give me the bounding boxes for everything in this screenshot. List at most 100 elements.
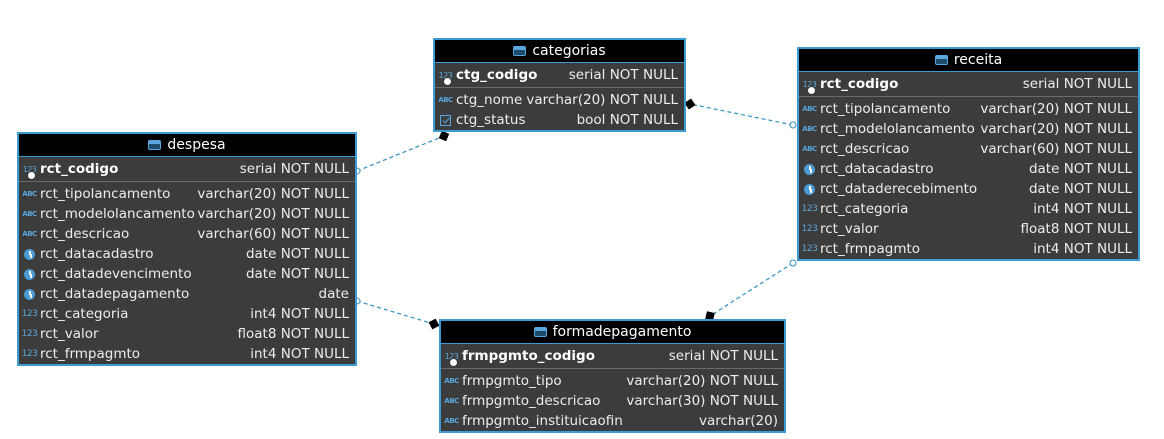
column-type: int4 NOT NULL <box>1033 201 1132 217</box>
link-endpoint-circle <box>789 121 797 129</box>
column-type: serial NOT NULL <box>668 348 778 364</box>
primary-key-icon: 123 <box>801 80 818 95</box>
entity-header[interactable]: receita <box>799 49 1138 72</box>
entity-header[interactable]: formadepagamento <box>441 321 784 344</box>
primary-key-icon: 123 <box>21 165 38 180</box>
column-row[interactable]: rct_dataderecebimento date NOT NULL <box>799 179 1138 199</box>
column-type: varchar(20) NOT NULL <box>526 92 678 108</box>
link-diamond-marker <box>684 98 696 110</box>
entity-header[interactable]: despesa <box>19 134 355 157</box>
text-type-icon: ABC <box>444 377 459 385</box>
relationship-receita-categorias[interactable] <box>684 98 797 129</box>
entity-title: despesa <box>167 137 226 153</box>
date-type-icon <box>801 183 818 195</box>
column-type: varchar(20) NOT NULL <box>626 373 778 389</box>
column-name: rct_descricao <box>820 141 910 157</box>
link-diamond-marker <box>428 318 440 330</box>
column-name: rct_datacadastro <box>820 161 934 177</box>
column-name: rct_tipolancamento <box>40 186 171 202</box>
date-type-icon <box>21 248 38 260</box>
text-type-icon: ABC <box>22 230 37 238</box>
column-name: rct_datadepagamento <box>40 286 190 302</box>
column-name: rct_categoria <box>820 201 909 217</box>
boolean-type-icon <box>437 114 454 126</box>
numeric-type-icon: 123 <box>801 224 818 234</box>
column-name: ctg_codigo <box>456 67 538 83</box>
column-type: varchar(30) NOT NULL <box>626 393 778 409</box>
column-name: rct_dataderecebimento <box>820 181 978 197</box>
column-type: varchar(60) NOT NULL <box>980 141 1132 157</box>
column-type: date <box>318 286 349 302</box>
relationship-despesa-categorias[interactable] <box>353 130 450 175</box>
column-name: rct_frmpagmto <box>40 346 141 362</box>
table-icon <box>513 46 527 56</box>
column-name: rct_codigo <box>820 76 899 92</box>
column-name: rct_tipolancamento <box>820 101 951 117</box>
column-type: date NOT NULL <box>245 246 349 262</box>
relationship-despesa-formadepagamento[interactable] <box>353 297 440 330</box>
column-type: int4 NOT NULL <box>250 346 349 362</box>
entity-title: formadepagamento <box>552 324 692 340</box>
column-row[interactable]: rct_datadepagamento date <box>19 284 355 304</box>
column-name: frmpgmto_descricao <box>462 393 601 409</box>
column-name: ctg_nome <box>456 92 523 108</box>
column-name: frmpgmto_codigo <box>462 348 595 364</box>
date-type-icon <box>21 268 38 280</box>
column-type: serial NOT NULL <box>239 161 349 177</box>
column-type: varchar(20) NOT NULL <box>980 121 1132 137</box>
column-type: date NOT NULL <box>245 266 349 282</box>
table-icon <box>934 55 948 65</box>
column-name: rct_datacadastro <box>40 246 154 262</box>
column-name: ctg_status <box>456 112 526 128</box>
relationship-line <box>356 300 435 325</box>
column-type: varchar(20) NOT NULL <box>980 101 1132 117</box>
numeric-type-icon: 123 <box>21 309 38 319</box>
column-type: date NOT NULL <box>1028 181 1132 197</box>
table-icon <box>533 327 547 337</box>
relationship-receita-formadepagamento[interactable] <box>705 259 797 321</box>
text-type-icon: ABC <box>444 417 459 425</box>
column-type: float8 NOT NULL <box>1020 221 1133 237</box>
column-name: rct_valor <box>820 221 879 237</box>
link-diamond-marker <box>438 130 450 142</box>
text-type-icon: ABC <box>802 145 817 153</box>
text-type-icon: ABC <box>22 210 37 218</box>
relationship-line <box>689 103 794 126</box>
column-name: rct_categoria <box>40 306 129 322</box>
numeric-type-icon: 123 <box>21 349 38 359</box>
column-row[interactable]: rct_datacadastro date NOT NULL <box>19 244 355 264</box>
relationship-line <box>356 135 445 172</box>
text-type-icon: ABC <box>22 190 37 198</box>
column-name: rct_modelolancamento <box>40 206 195 222</box>
entity-header[interactable]: categorias <box>435 40 684 63</box>
numeric-type-icon: 123 <box>21 329 38 339</box>
